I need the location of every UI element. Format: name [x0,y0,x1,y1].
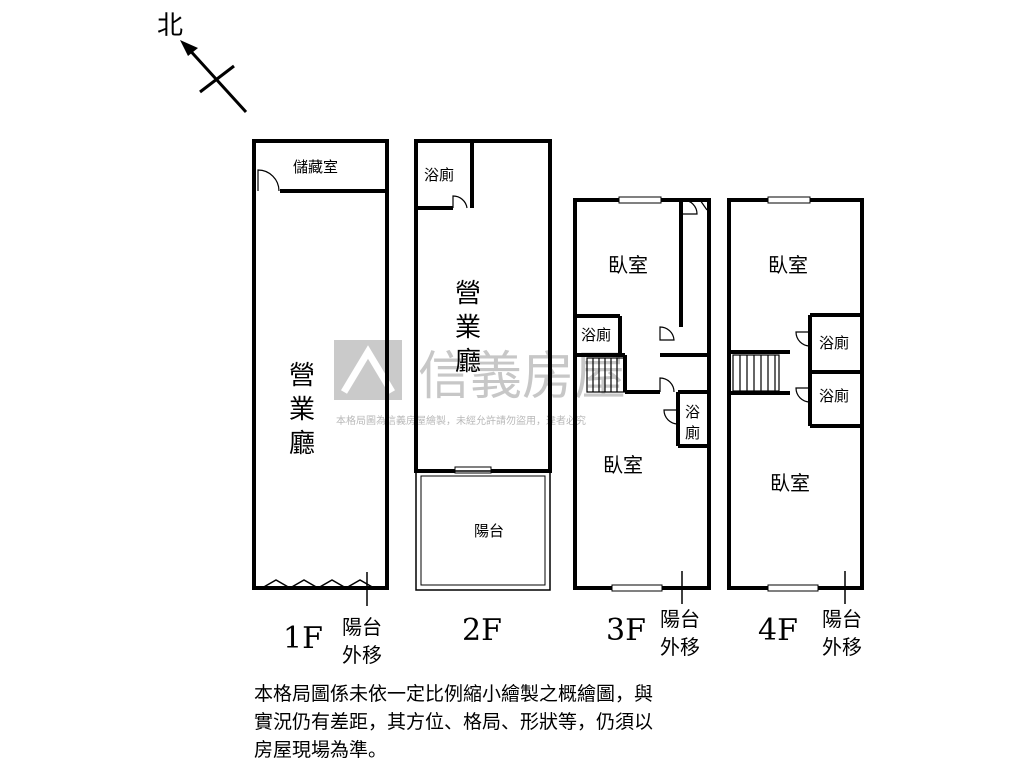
floor-3f-bedroom-door-icon [659,326,675,341]
disclaimer-line-2: 實況仍有差距，其方位、格局、形狀等，仍須以 [254,711,654,733]
floor-4f-window-back-icon [767,584,819,592]
floor-3f-window-back-icon [611,584,663,592]
floor-4f-bedroom-front-label: 臥室 [768,253,808,277]
floor-2f-balcony-inner [420,475,546,586]
disclaimer-line-3: 房屋現場為準。 [254,739,388,761]
floor-2f-label: 2F [462,613,502,648]
floor-4f-stairs-icon [732,354,780,392]
floor-4f-bath-lower-door-icon [795,387,811,403]
floor-1f-plan: 儲藏室 營 業 廳 1F 陽台 外移 [252,139,389,667]
floor-2f-hall-char-3: 廳 [455,347,481,377]
floor-3f-top-door-icon [682,199,698,215]
floor-3f-bedroom-front-label: 臥室 [608,253,648,277]
floor-3f-bath-right-door-icon [663,409,679,425]
floor-2f-hall-char-2: 業 [455,313,481,343]
floor-1f-hall-char-3: 廳 [289,429,315,459]
floor-2f-balcony-outline [415,470,551,591]
floor-2f-sliding-door-icon [454,466,492,474]
floor-4f-plan: 浴廁 浴廁 臥室 臥室 4F 陽台 外移 [727,196,864,659]
floor-2f-bath-door-icon [452,195,468,209]
floor-1f-storage-label: 儲藏室 [293,158,338,176]
floor-2f-bath-label: 浴廁 [424,166,454,184]
floor-4f-label: 4F [758,613,798,648]
north-compass: 北 [157,11,248,114]
floor-3f-window-front-icon [618,196,662,204]
floor-2f-hall-char-1: 營 [455,279,481,309]
floor-4f-bath-upper-door-icon [795,331,811,347]
floor-4f-bath-upper-label: 浴廁 [819,334,849,352]
floor-1f-hall-char-2: 業 [289,395,315,425]
floor-1f-note-line-1: 陽台 [342,615,382,639]
floor-3f-label: 3F [606,613,646,648]
north-arrow-crossbar [199,64,235,94]
north-arrow-head-icon [180,40,198,56]
north-label: 北 [157,11,183,41]
floor-1f-hall-char-1: 營 [289,361,315,391]
floor-3f-bedroom-back-label: 臥室 [603,453,643,477]
watermark-logo [334,340,402,400]
floor-3f-note-line-2: 外移 [660,635,700,659]
floor-3f-note-line-1: 陽台 [660,607,700,631]
floor-3f-bath-right-char-2: 廁 [685,424,700,442]
floor-2f-plan: 浴廁 營 業 廳 陽台 2F [414,139,552,648]
floor-1f-outline [252,139,389,590]
floor-1f-folding-door-icon [261,579,375,589]
floor-4f-window-front-icon [767,196,811,204]
floor-3f-bath-left-label: 浴廁 [581,326,611,344]
floor-3f-back-door-icon [659,377,675,393]
floor-4f-bedroom-back-label: 臥室 [770,471,810,495]
floor-4f-bath-lower-label: 浴廁 [819,387,849,405]
watermark-notice: 本格局圖為信義房屋繪製，未經允許請勿盜用，違者必究 [336,414,586,427]
floor-3f-side-door-icon [699,199,708,211]
floor-4f-note-line-1: 陽台 [822,607,862,631]
disclaimer: 本格局圖係未依一定比例縮小繪製之概繪圖，與 實況仍有差距，其方位、格局、形狀等，… [254,680,774,764]
floor-3f-plan: 浴廁 浴 廁 臥室 臥室 3F 陽台 外移 [573,196,711,659]
floor-1f-label: 1F [283,621,323,656]
floor-2f-balcony-label: 陽台 [474,522,504,540]
disclaimer-line-1: 本格局圖係未依一定比例縮小繪製之概繪圖，與 [254,683,654,705]
floor-1f-note-line-2: 外移 [342,643,382,667]
floor-3f-bath-right-char-1: 浴 [685,403,700,421]
floor-4f-note-line-2: 外移 [822,635,862,659]
floor-1f-storage-door-icon [257,169,280,192]
